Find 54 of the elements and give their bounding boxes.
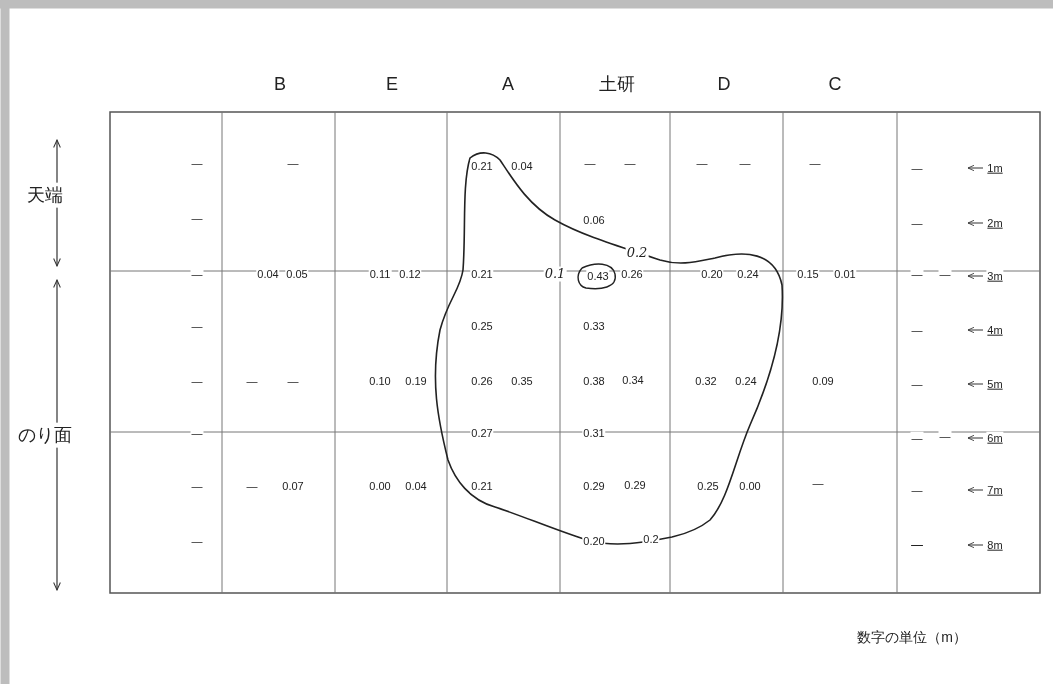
contour-value: 0.1 xyxy=(543,266,567,282)
column-header: A xyxy=(501,73,515,95)
value-label: 0.26 xyxy=(470,374,494,388)
zone-label: のり面 xyxy=(18,422,72,448)
value-label: 0.34 xyxy=(621,373,645,387)
depth-label: 8m xyxy=(986,538,1004,552)
column-header: D xyxy=(716,73,732,95)
value-label: 0.06 xyxy=(582,213,606,227)
value-label: 0.29 xyxy=(582,479,606,493)
depth-label: 3m xyxy=(986,269,1004,283)
value-label: 0.09 xyxy=(811,374,835,388)
depth-label: 4m xyxy=(986,323,1004,337)
value-label: 0.24 xyxy=(736,267,760,281)
column-header: C xyxy=(827,73,843,95)
value-label: 0.00 xyxy=(738,479,762,493)
value-label: 0.29 xyxy=(623,478,647,492)
value-label: 0.21 xyxy=(470,267,494,281)
value-label: 0.25 xyxy=(696,479,720,493)
value-label: 0.04 xyxy=(404,479,428,493)
column-header: 土研 xyxy=(598,73,636,95)
value-label: 0.01 xyxy=(833,267,857,281)
value-label: 0.33 xyxy=(582,319,606,333)
depth-label: 1m xyxy=(986,161,1004,175)
value-label: 0.11 xyxy=(368,267,392,281)
value-label: 0.31 xyxy=(582,426,606,440)
column-header: E xyxy=(385,73,399,95)
depth-label: 7m xyxy=(986,483,1004,497)
value-label: 0.20 xyxy=(582,534,606,548)
value-label: 0.38 xyxy=(582,374,606,388)
value-label: 0.21 xyxy=(470,479,494,493)
value-label: 0.35 xyxy=(510,374,534,388)
value-label: 0.15 xyxy=(796,267,820,281)
value-label: 0.12 xyxy=(398,267,422,281)
value-label: 0.04 xyxy=(256,267,280,281)
value-label: 0.10 xyxy=(368,374,392,388)
value-label: 0.26 xyxy=(620,267,644,281)
value-label: 0.20 xyxy=(700,267,724,281)
depth-label: 5m xyxy=(986,377,1004,391)
value-label: 0.43 xyxy=(586,269,610,283)
zone-label: 天端 xyxy=(27,182,63,208)
depth-label: 6m xyxy=(986,431,1004,445)
value-label: 0.32 xyxy=(694,374,718,388)
value-label: 0.04 xyxy=(510,159,534,173)
value-label: 0.19 xyxy=(404,374,428,388)
value-label: 0.24 xyxy=(734,374,758,388)
value-label: 0.21 xyxy=(470,159,494,173)
depth-label: 2m xyxy=(986,216,1004,230)
value-label: 0.05 xyxy=(285,267,309,281)
column-header: B xyxy=(273,73,287,95)
value-label: 0.25 xyxy=(470,319,494,333)
value-label: 0.2 xyxy=(642,532,660,546)
value-label: 0.07 xyxy=(281,479,305,493)
value-label: 0.27 xyxy=(470,426,494,440)
value-label: 0.00 xyxy=(368,479,392,493)
